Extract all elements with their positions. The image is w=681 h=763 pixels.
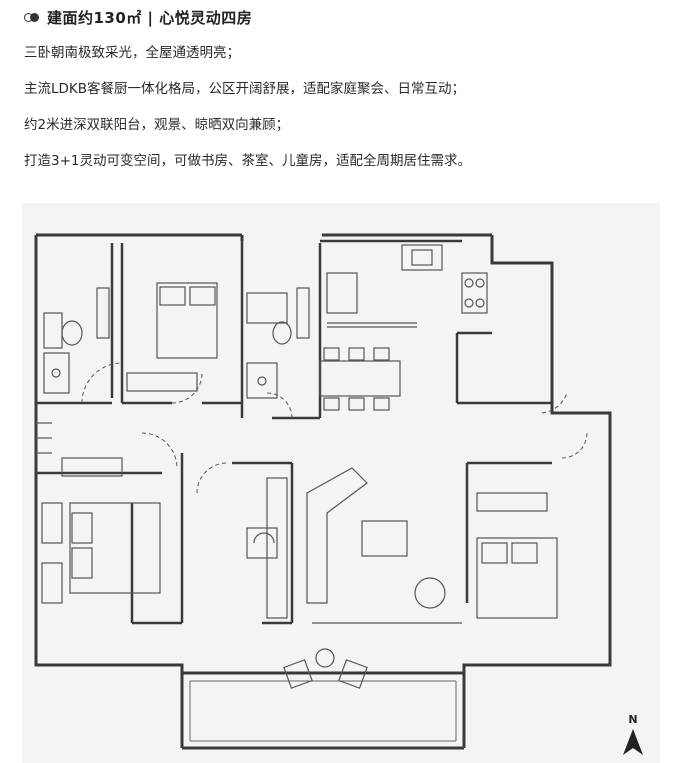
exterior-walls bbox=[34, 233, 612, 750]
living-room-furniture bbox=[306, 467, 462, 624]
door-swings bbox=[81, 362, 588, 494]
interior-walls bbox=[36, 239, 552, 625]
study-desk bbox=[246, 477, 288, 619]
balcony-chairs bbox=[283, 648, 368, 689]
balcony-railing bbox=[189, 680, 457, 742]
feature-line: 约2米进深双联阳台，观景、晾晒双向兼顾； bbox=[24, 117, 290, 133]
bullet-icon bbox=[24, 12, 40, 22]
feature-line: 主流LDKB客餐厨一体化格局，公区开阔舒展，适配家庭聚会、日常互动； bbox=[24, 81, 466, 97]
bed-right bbox=[476, 492, 558, 619]
dining-table bbox=[319, 347, 401, 411]
kitchen-fixtures bbox=[326, 244, 488, 328]
feature-line: 打造3+1灵动可变空间，可做书房、茶室、儿童房，适配全周期居住需求。 bbox=[24, 153, 471, 169]
bed-top bbox=[126, 282, 218, 392]
section-title: 建面约130㎡ | 心悦灵动四房 bbox=[47, 8, 253, 27]
north-arrow-icon: N bbox=[623, 713, 643, 755]
floor-plan-image: N bbox=[22, 203, 660, 763]
bed-master bbox=[36, 422, 161, 604]
section-header: 建面约130㎡ | 心悦灵动四房 bbox=[24, 6, 252, 28]
feature-line: 三卧朝南极致采光，全屋通透明亮； bbox=[24, 45, 240, 61]
svg-text:N: N bbox=[628, 713, 637, 726]
feature-list: 三卧朝南极致采光，全屋通透明亮； 主流LDKB客餐厨一体化格局，公区开阔舒展，适… bbox=[24, 44, 664, 188]
bathroom-fixtures bbox=[43, 287, 310, 399]
